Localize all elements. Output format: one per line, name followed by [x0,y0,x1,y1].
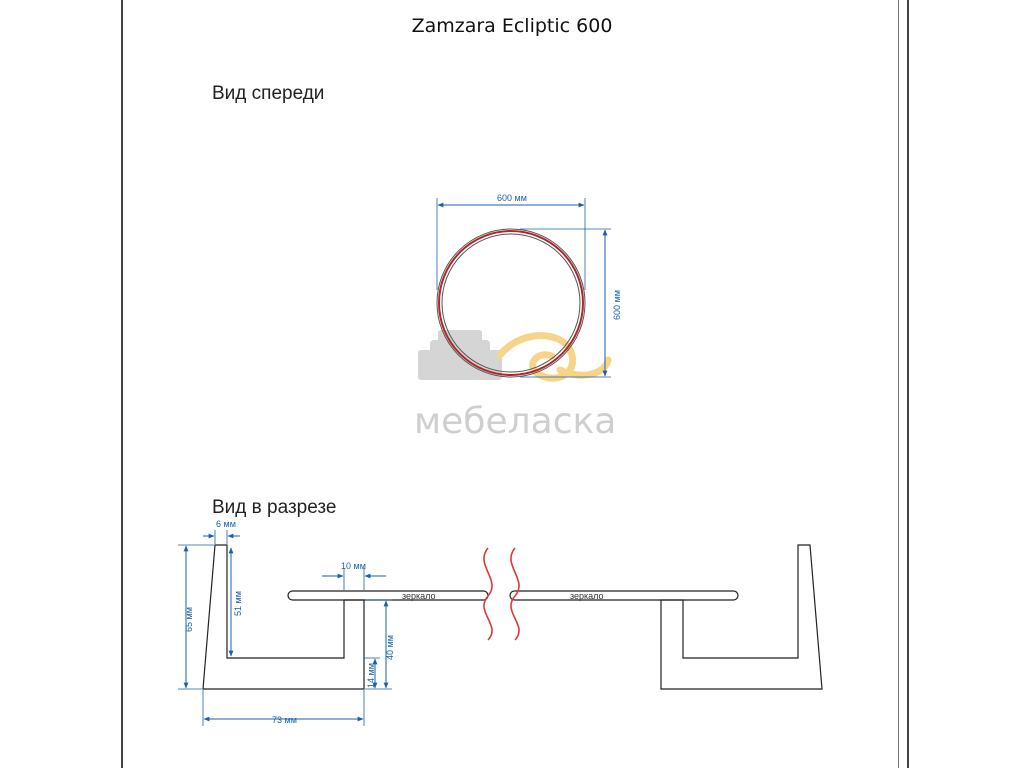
section-view-heading: Вид в разрезе [212,497,337,518]
frame-left-line [121,0,123,768]
dim-stand-height-label: 40 мм [385,635,395,660]
dim-total-depth-label: 73 мм [272,715,297,725]
watermark: мебеласка [414,330,616,442]
frame-right-line-outer [898,0,899,768]
dim-top-width-label: 6 мм [216,519,236,529]
dim-total-height-label: 65 мм [184,607,194,632]
front-width-dimension: 600 мм [436,193,586,290]
dim-offset-label: 10 мм [341,561,366,571]
mirror-slab-left [287,590,489,601]
mirror-outer-ring [436,228,586,378]
front-view-heading: Вид спереди [212,83,325,104]
right-bracket-profile [660,544,823,690]
break-line-right [510,547,520,641]
front-width-label: 600 мм [497,193,527,203]
front-height-dimension: 600 мм [520,228,622,378]
dim-top-width: 6 мм [203,519,240,544]
dim-offset: 10 мм [322,561,386,590]
dim-base-thickness: 14 мм [364,657,380,689]
dim-stand-height: 40 мм [365,599,395,690]
mirror-inner-ring [441,233,581,373]
dim-total-depth: 73 мм [202,690,365,726]
front-height-label: 600 мм [612,290,622,320]
frame-right-line-inner [907,0,909,768]
document-title: Zamzara Ecliptic 600 [411,15,613,37]
dim-inner-height-label: 51 мм [233,591,243,616]
mirror-label-right: зеркало [570,591,604,601]
mirror-label-left: зеркало [402,591,436,601]
mirror-red-ring [438,230,584,376]
mirror-front-view [436,228,586,378]
left-bracket-profile [202,544,365,690]
break-line-left [483,547,493,641]
mirror-slab-right [509,590,739,601]
watermark-text: мебеласка [414,401,616,442]
dim-total-height: 65 мм [178,544,214,690]
dim-inner-height: 51 мм [228,547,243,657]
dim-base-thickness-label: 14 мм [366,663,376,688]
